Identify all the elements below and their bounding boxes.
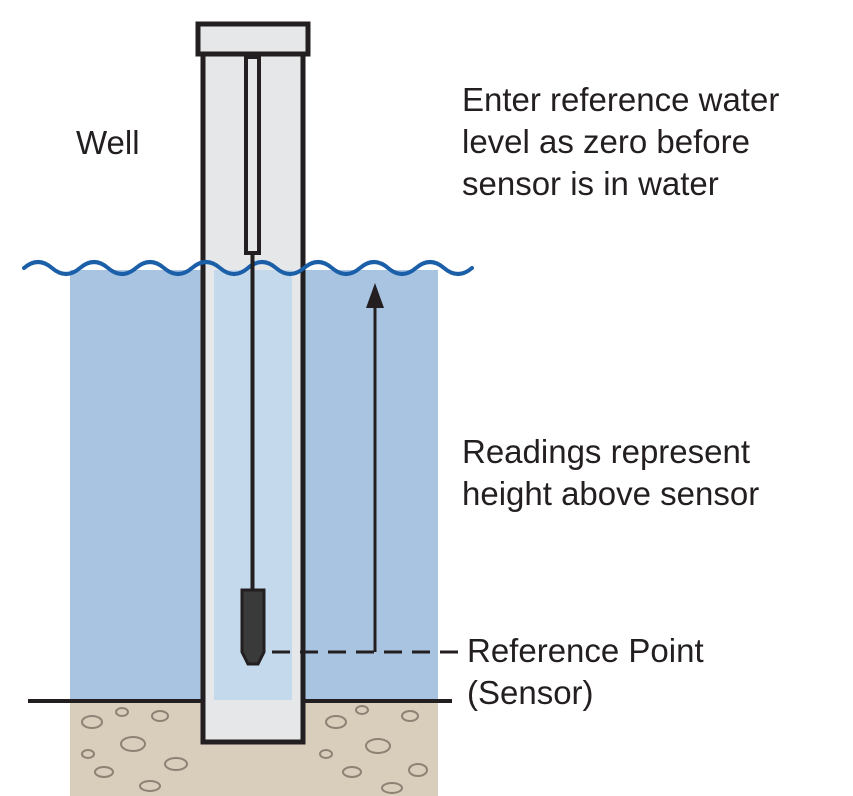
reference-instruction-line-2: level as zero before (462, 123, 750, 161)
soil-pebbles (81, 705, 428, 794)
water-surface-waves (22, 260, 474, 276)
readings-line-1: Readings represent (462, 433, 751, 470)
reference-instruction-label: Enter reference water level as zero befo… (462, 79, 779, 206)
well-cap (195, 21, 311, 57)
height-arrow (366, 283, 384, 652)
reference-point-line-1: Reference Point (467, 632, 704, 669)
logger-assembly (240, 55, 266, 666)
well-label: Well (76, 124, 140, 161)
readings-line-2: height above sensor (462, 475, 760, 513)
readings-label: Readings represent height above sensor (462, 431, 759, 515)
logger-body (244, 55, 261, 255)
reference-point-label: Reference Point (Sensor) (467, 630, 704, 714)
reference-instruction-line-3: sensor is in water (462, 165, 719, 203)
pressure-sensor (240, 588, 266, 666)
reference-point-line-2: (Sensor) (467, 674, 594, 712)
reference-instruction-line-1: Enter reference water (462, 81, 780, 118)
